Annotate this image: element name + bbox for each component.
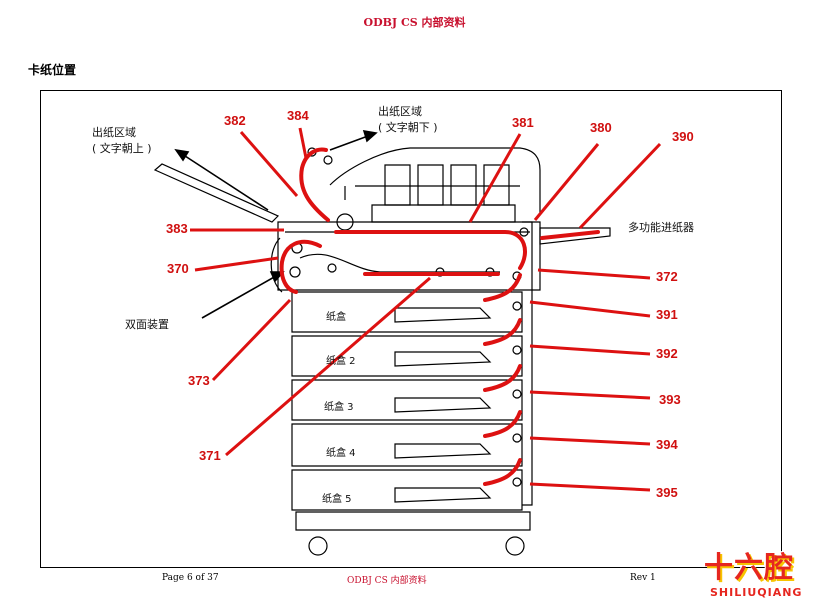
jam-leader-lines [190, 127, 662, 492]
pointer-arrows [174, 129, 378, 319]
footer-rev: Rev 1 [630, 573, 656, 583]
label-exit-face-up-line2: ( 文字朝上 ) [92, 142, 152, 155]
watermark-logo: 十六腔 SHILIUQIANG [698, 544, 822, 602]
page-header: ODBJ CS 内部资料 [363, 16, 466, 29]
jam-code-390: 390 [672, 129, 694, 144]
tray-label-5: 纸盒 5 [322, 494, 352, 505]
tray-label-4: 纸盒 4 [326, 448, 356, 459]
jam-code-370: 370 [167, 261, 189, 276]
label-duplex: 双面装置 [125, 318, 169, 331]
tray-label-3: 纸盒 3 [324, 402, 354, 413]
jam-code-380: 380 [590, 120, 612, 135]
jam-code-383: 383 [166, 221, 188, 236]
tray-label-1: 纸盒 [326, 312, 346, 323]
label-exit-face-down: 出纸区域 ( 文字朝下 ) [378, 104, 438, 136]
jam-code-381: 381 [512, 115, 534, 130]
watermark-text: 十六腔 [704, 550, 795, 584]
diagram-frame [40, 90, 782, 568]
jam-code-384: 384 [287, 108, 309, 123]
label-exit-face-up-line1: 出纸区域 [92, 126, 136, 139]
label-exit-face-down-line2: ( 文字朝下 ) [378, 121, 438, 134]
jam-code-395: 395 [656, 485, 678, 500]
printer-outline [153, 147, 611, 556]
section-title: 卡纸位置 [28, 63, 77, 77]
footer-center: ODBJ CS 内部资料 [347, 576, 427, 586]
jam-paths [279, 147, 600, 486]
jam-code-393: 393 [659, 392, 681, 407]
footer-page: Page 6 of 37 [162, 573, 219, 583]
watermark-subtext: SHILIUQIANG [710, 586, 803, 599]
jam-code-373: 373 [188, 373, 210, 388]
label-exit-face-up: 出纸区域 ( 文字朝上 ) [92, 125, 152, 157]
label-mpt: 多功能进纸器 [628, 221, 694, 234]
label-exit-face-down-line1: 出纸区域 [378, 105, 422, 118]
tray-label-2: 纸盒 2 [326, 356, 356, 367]
jam-code-371: 371 [199, 448, 221, 463]
jam-code-382: 382 [224, 113, 246, 128]
jam-code-392: 392 [656, 346, 678, 361]
jam-code-394: 394 [656, 437, 678, 452]
jam-code-372: 372 [656, 269, 678, 284]
jam-code-391: 391 [656, 307, 678, 322]
